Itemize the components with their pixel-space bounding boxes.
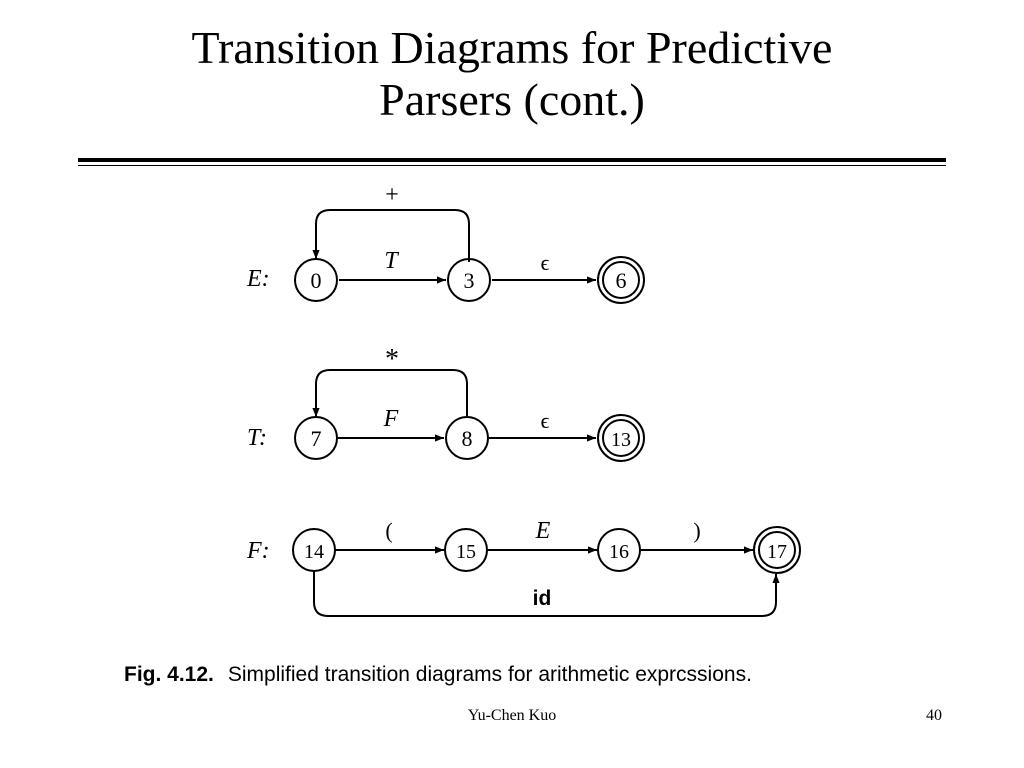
diagram-e: E: + T ϵ 0 3 6 bbox=[246, 182, 645, 304]
figure-caption-label: Fig. 4.12. bbox=[124, 663, 214, 686]
state-0 bbox=[294, 258, 338, 302]
nonterminal-label-f: F: bbox=[246, 538, 270, 564]
title-divider-thick bbox=[78, 158, 946, 162]
title-line-1: Transition Diagrams for Predictive bbox=[191, 22, 833, 73]
state-3 bbox=[447, 258, 491, 302]
loop-edge-3-to-0 bbox=[312, 209, 470, 262]
final-state-17 bbox=[753, 526, 801, 574]
final-state-13 bbox=[597, 414, 645, 462]
diagram-t: T: * F ϵ 7 8 13 bbox=[247, 344, 645, 462]
state-17-label: 17 bbox=[767, 541, 787, 563]
edge-label-e: E bbox=[535, 518, 551, 544]
nonterminal-label-t: T: bbox=[247, 425, 267, 451]
final-state-6 bbox=[597, 256, 645, 304]
state-16 bbox=[597, 528, 641, 572]
bypass-edge-14-to-17 bbox=[313, 571, 780, 617]
state-16-label: 16 bbox=[609, 541, 629, 563]
edge-label-rparen: ) bbox=[693, 518, 700, 543]
state-15-label: 15 bbox=[456, 541, 476, 563]
loop-edge-8-to-7 bbox=[312, 369, 468, 417]
nonterminal-label-e: E: bbox=[246, 266, 270, 292]
state-7 bbox=[294, 416, 338, 460]
edge-label-lparen: ( bbox=[385, 518, 392, 543]
state-14-label: 14 bbox=[304, 541, 324, 563]
figure-caption: Fig. 4.12. Simplified transition diagrams… bbox=[124, 663, 752, 687]
state-14 bbox=[292, 528, 336, 572]
page-number: 40 bbox=[926, 707, 942, 724]
edge-label-f: F bbox=[383, 406, 399, 432]
edge-label-id: id bbox=[533, 587, 552, 610]
slide-title: Transition Diagrams for Predictive Parse… bbox=[0, 22, 1024, 126]
edge-label-epsilon-t: ϵ bbox=[541, 408, 550, 433]
footer-author: Yu-Chen Kuo bbox=[467, 707, 557, 724]
edge-label-t: T bbox=[384, 248, 399, 274]
state-0-label: 0 bbox=[311, 268, 322, 293]
state-8 bbox=[445, 416, 489, 460]
final-state-17-inner bbox=[758, 531, 796, 569]
final-state-13-inner bbox=[602, 419, 640, 457]
state-7-label: 7 bbox=[311, 426, 322, 451]
title-line-2: Parsers (cont.) bbox=[379, 74, 645, 125]
state-6-label: 6 bbox=[616, 268, 627, 293]
edge-label-star: * bbox=[385, 344, 399, 375]
figure-caption-text: Simplified transition diagrams for arith… bbox=[227, 663, 752, 686]
edge-label-epsilon: ϵ bbox=[541, 250, 550, 275]
edge-label-plus: + bbox=[385, 182, 399, 208]
state-13-label: 13 bbox=[611, 429, 631, 451]
final-state-6-inner bbox=[602, 261, 640, 299]
state-8-label: 8 bbox=[462, 426, 473, 451]
state-3-label: 3 bbox=[464, 268, 475, 293]
diagram-f: F: ( E ) id 14 15 16 17 bbox=[246, 518, 801, 617]
state-15 bbox=[444, 528, 488, 572]
title-divider-thin bbox=[78, 165, 946, 166]
